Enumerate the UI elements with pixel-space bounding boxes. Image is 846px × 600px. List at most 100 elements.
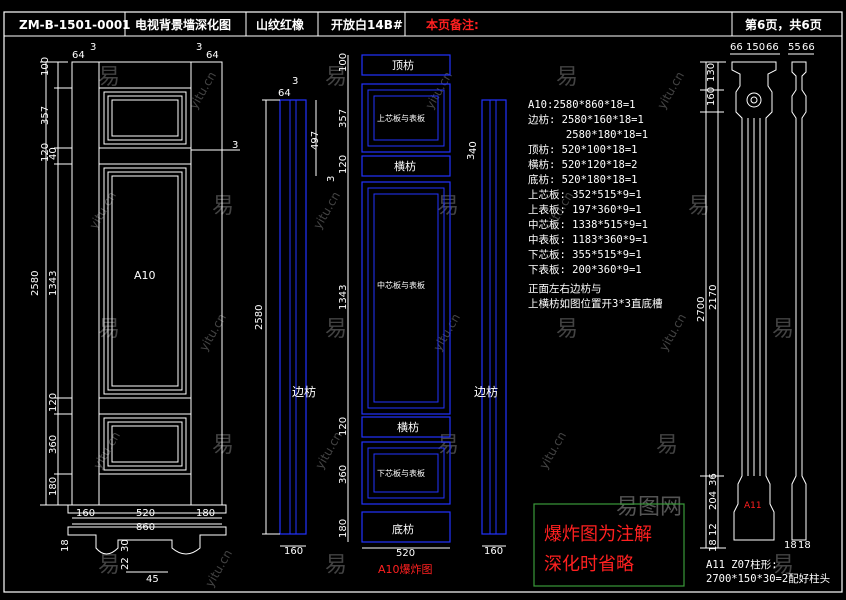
- col-top-66b: 66: [766, 42, 779, 53]
- watermark-site: yitu.cn: [86, 189, 119, 231]
- finish-name: 开放白14B#: [331, 17, 403, 32]
- exp-dim-1343: 1343: [338, 285, 349, 310]
- col-dim-160: 160: [706, 87, 717, 106]
- watermark-layer: 易 易 易 易 易 易 易 易 易 易 易 易 易 易 易 易 yitu.cn …: [86, 65, 794, 590]
- watermark-char: 易: [556, 317, 578, 342]
- col-dim-12: 12: [708, 523, 719, 536]
- spec-list: A10:2580*860*18=1 边枋: 2580*160*18=1 2580…: [528, 99, 663, 310]
- watermark-char: 易: [772, 553, 794, 578]
- stile-dim-2580: 2580: [254, 305, 265, 330]
- spec-line: 上表板: 197*360*9=1: [528, 203, 642, 216]
- exp-dim-520: 520: [396, 548, 415, 559]
- spec-line: 横枋: 520*120*18=2: [528, 158, 638, 171]
- base-dim-22: 22: [120, 557, 131, 570]
- panel-a10-label: A10: [134, 269, 156, 282]
- spec-line: 边枋: 2580*160*18=1: [528, 113, 644, 126]
- label-upper-panel: 上芯板与表板: [377, 113, 425, 123]
- col-top-66c: 66: [802, 42, 815, 53]
- dim-v-100: 100: [40, 57, 51, 76]
- column-caption-2: 2700*150*30=2配好柱头: [706, 572, 830, 585]
- dim-v-1343: 1343: [48, 271, 59, 296]
- label-top-rail: 顶枋: [392, 58, 414, 72]
- exp-dim-360: 360: [338, 465, 349, 484]
- side-mark-3: 3: [232, 140, 238, 151]
- col-dim-204: 204: [708, 491, 719, 510]
- dim-v-357: 357: [40, 106, 51, 125]
- remarks-label: 本页备注:: [426, 17, 479, 32]
- dim-v-360: 360: [48, 435, 59, 454]
- stile-r-dim-3: 3: [466, 154, 477, 160]
- exp-dim-100: 100: [338, 53, 349, 72]
- watermark-site: yitu.cn: [536, 429, 569, 471]
- watermark-char: 易: [325, 65, 347, 90]
- dim-top-64b: 64: [206, 50, 219, 61]
- col-top-55: 55: [788, 42, 801, 53]
- col-dim-2700: 2700: [696, 297, 707, 322]
- spec-line: A10:2580*860*18=1: [528, 99, 635, 111]
- watermark-char: 易: [437, 194, 459, 219]
- watermark-char: 易: [98, 65, 120, 90]
- stile-right-label: 边枋: [474, 384, 498, 399]
- stile-r-dim-160: 160: [484, 546, 503, 557]
- watermark-site: yitu.cn: [202, 547, 235, 589]
- title-block: ZM-B-1501-0001 电视背景墙深化图 山纹红橡 开放白14B# 本页备…: [4, 12, 842, 37]
- watermark-char: 易: [772, 317, 794, 342]
- dim-v-180: 180: [48, 477, 59, 496]
- column-caption-1: A11 Z07柱形:: [706, 558, 778, 571]
- watermark-char: 易: [325, 317, 347, 342]
- dim-v-40: 40: [48, 147, 59, 160]
- spec-line: 下表板: 200*360*9=1: [528, 263, 642, 276]
- exploded-note-box: 爆炸图为注解 深化时省略: [533, 503, 685, 587]
- col-dim-2170: 2170: [708, 285, 719, 310]
- spec-line: 正面左右边枋与: [528, 282, 602, 295]
- watermark-char: 易: [98, 553, 120, 578]
- stile-dim-497: 497: [310, 131, 321, 150]
- col-top-66: 66: [730, 42, 743, 53]
- base-dim-18: 18: [60, 539, 71, 552]
- spec-line: 中芯板: 1338*515*9=1: [528, 218, 648, 231]
- stile-dim-3: 3: [292, 76, 298, 87]
- dim-b-160: 160: [76, 508, 95, 519]
- watermark-site: yitu.cn: [310, 189, 343, 231]
- stile-dim-160: 160: [284, 546, 303, 557]
- col-dim-36: 36: [708, 473, 719, 486]
- watermark-site: yitu.cn: [656, 311, 689, 353]
- a10-elevation: A10 100 357 120 40 2580 1343 120 360 180…: [30, 42, 240, 585]
- drawing-name: 电视背景墙深化图: [135, 17, 231, 32]
- dim-b-180: 180: [196, 508, 215, 519]
- col-bottom-18: 18: [784, 540, 797, 551]
- label-middle-panel: 中芯板与表板: [377, 280, 425, 290]
- spec-line: 中表板: 1183*360*9=1: [528, 233, 648, 246]
- exp-dim-120b: 120: [338, 417, 349, 436]
- watermark-char: 易: [325, 553, 347, 578]
- stile-dim-64: 64: [278, 88, 291, 99]
- stile-left-view: 64 3 2580 497 3 边枋 160: [254, 76, 337, 557]
- page-info: 第6页，共6页: [745, 17, 822, 32]
- exp-dim-180: 180: [338, 519, 349, 538]
- exp-dim-120: 120: [338, 155, 349, 174]
- stile-right-view: 3 40 边枋 160: [466, 99, 507, 557]
- spec-line: 底枋: 520*180*18=1: [528, 173, 638, 186]
- drawing-number: ZM-B-1501-0001: [19, 18, 131, 32]
- spec-line: 2580*180*18=1: [528, 129, 648, 141]
- spec-line: 顶枋: 520*100*18=1: [528, 143, 638, 156]
- label-lower-panel: 下芯板与表板: [377, 468, 425, 478]
- stile-left-label: 边枋: [292, 384, 316, 399]
- watermark-char: 易: [556, 65, 578, 90]
- dim-b-860: 860: [136, 522, 155, 533]
- watermark-char: 易: [688, 194, 710, 219]
- base-dim-45: 45: [146, 574, 159, 585]
- exploded-caption: A10爆炸图: [378, 562, 433, 576]
- watermark-char: 易: [212, 194, 234, 219]
- label-mid-rail: 横枋: [394, 159, 416, 173]
- label-lower-rail: 横枋: [397, 420, 419, 434]
- exp-dim-357: 357: [338, 109, 349, 128]
- a11-column-view: 130 160 2700 2170 36 204 12 18 66 150 66…: [696, 42, 830, 585]
- spec-line: 上芯板: 352*515*9=1: [528, 188, 642, 201]
- a10-exploded-view: 顶枋 上芯板与表板 横枋 中芯板与表板 横枋 下芯板与表板 底枋 100 357…: [338, 53, 451, 576]
- watermark-brand: 易图网: [616, 495, 682, 520]
- base-dim-30: 30: [120, 539, 131, 552]
- col-dim-130: 130: [706, 63, 717, 82]
- col-dim-18: 18: [708, 539, 719, 552]
